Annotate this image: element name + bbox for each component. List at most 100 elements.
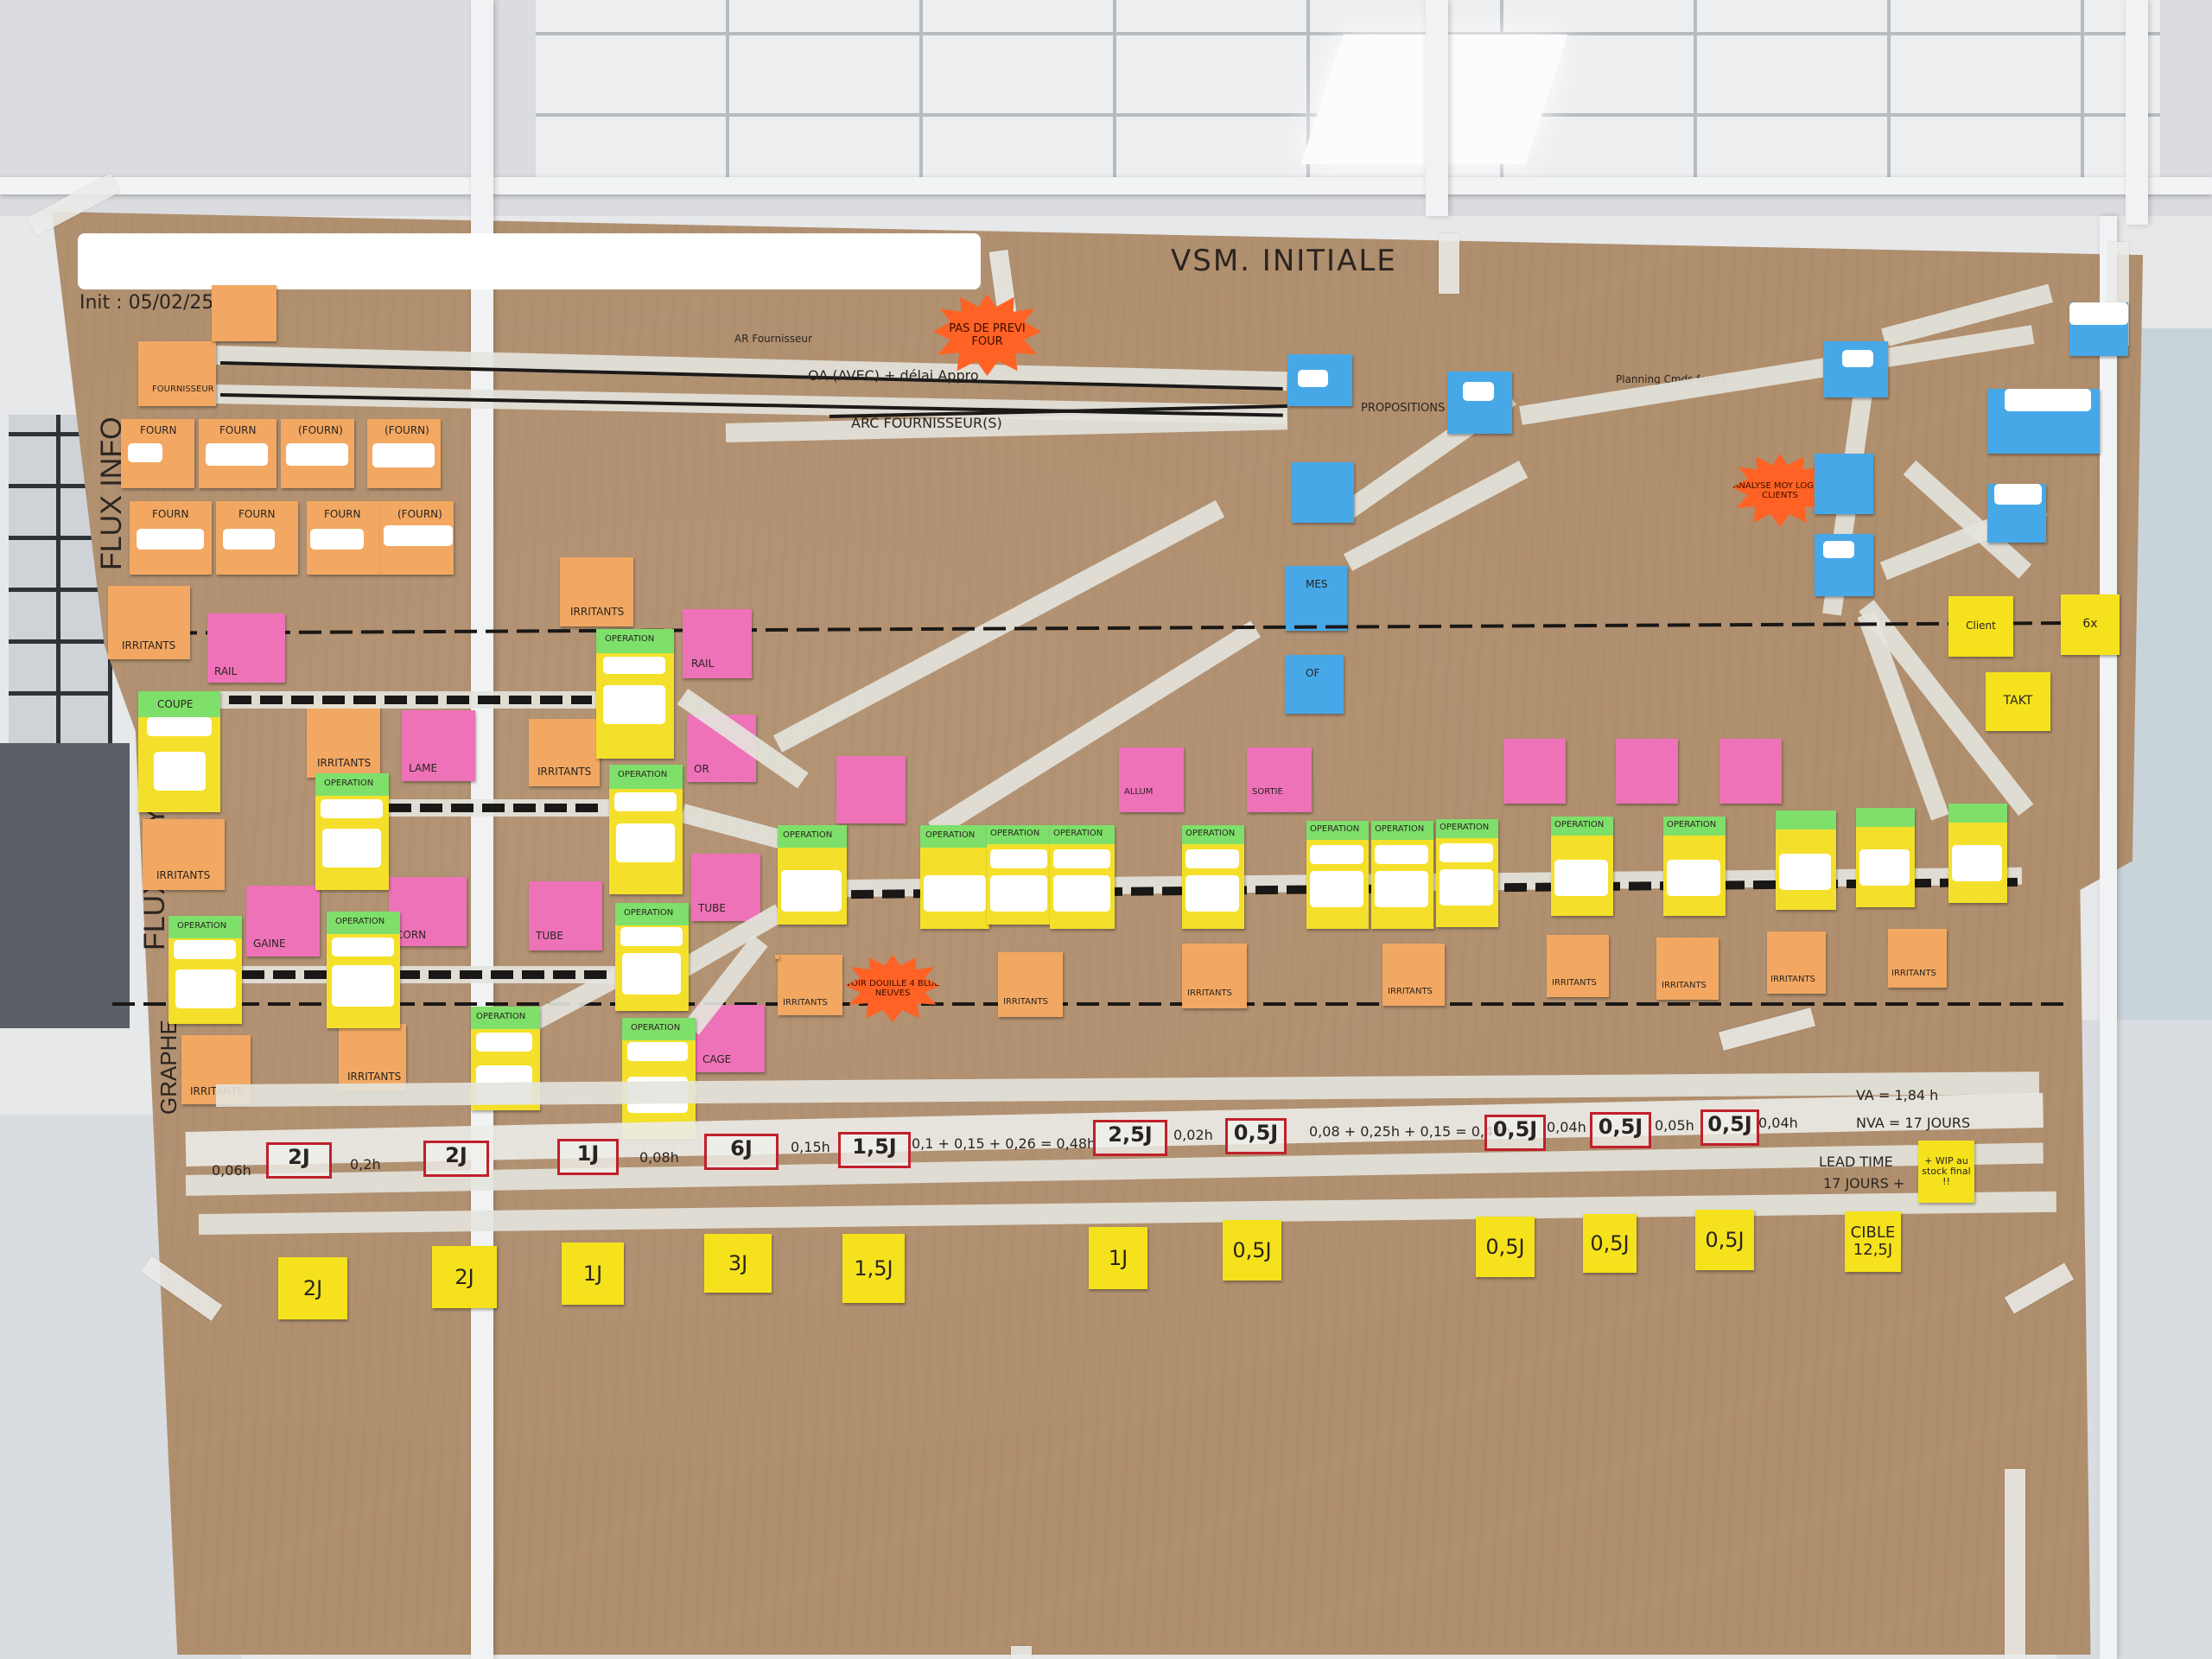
tape: [2005, 1469, 2025, 1659]
process-box: OPERATION: [168, 916, 242, 1024]
process-box: COUPE: [138, 691, 220, 812]
process-box: OPERATION: [615, 903, 689, 1011]
supplier-note: FOURN: [216, 501, 298, 575]
timeline-va: 0,06h: [212, 1162, 251, 1179]
target-note: 1,5J: [842, 1234, 905, 1303]
system-note: [1815, 454, 1873, 514]
process-box: OPERATION: [596, 629, 674, 759]
supplier-note: FOURN: [121, 419, 194, 488]
irritant-note: [775, 955, 779, 959]
summary-nva: NVA = 17 JOURS: [1856, 1115, 1971, 1131]
board-date: Init : 05/02/25: [79, 292, 214, 314]
stock-note: RAIL: [207, 613, 285, 683]
info-arrow-label: AR Fournisseur: [734, 333, 812, 345]
irritant-note: IRRITANTS: [1182, 944, 1247, 1008]
stock-note: [1719, 739, 1782, 804]
target-note: 3J: [704, 1234, 772, 1293]
irritant-note: IRRITANTS: [108, 586, 190, 659]
process-box: [1948, 804, 2007, 903]
process-box: OPERATION: [1551, 817, 1613, 916]
process-box: OPERATION: [778, 825, 847, 925]
process-box: [1856, 808, 1915, 907]
timeline-nva: 0,5J: [1484, 1115, 1546, 1151]
process-box: OPERATION: [1050, 825, 1115, 929]
timeline-va: 0,05h: [1655, 1117, 1694, 1134]
timeline-va: 0,2h: [350, 1156, 381, 1173]
timeline-nva: 0,5J: [1700, 1109, 1759, 1146]
client-note: [1987, 389, 2100, 454]
tape: [1011, 1646, 1032, 1659]
target-note: 2J: [432, 1246, 497, 1308]
info-arrow-label: PROPOSITIONS OA: [1361, 402, 1465, 415]
process-box: OPERATION: [920, 825, 989, 929]
supplier-note: FOURN: [130, 501, 212, 575]
timeline-nva: 0,5J: [1590, 1112, 1651, 1148]
timeline-va: 0,04h: [1547, 1119, 1586, 1135]
irritant-note: IRRITANTS: [560, 557, 633, 626]
stock-note: [1503, 739, 1566, 804]
label-graphe: GRAPHE: [156, 1020, 181, 1115]
irritant-note: IRRITANTS: [778, 955, 842, 1015]
window-mullion: [2126, 0, 2148, 225]
system-note: [1447, 372, 1512, 434]
process-box: OPERATION: [1306, 821, 1369, 929]
stock-note: [1616, 739, 1678, 804]
stock-note: ALLUM: [1119, 747, 1184, 812]
process-box: OPERATION: [1182, 825, 1244, 929]
supplier-info-note: [212, 285, 276, 341]
irritant-note: IRRITANTS: [1382, 944, 1445, 1006]
irritant-note: IRRITANTS: [143, 819, 225, 890]
client-note: Client: [1948, 596, 2013, 657]
process-box: OPERATION: [327, 912, 400, 1028]
stock-note: [836, 756, 906, 823]
client-note: [2069, 302, 2128, 356]
target-note: 2J: [278, 1257, 347, 1319]
target-note: 0,5J: [1583, 1214, 1637, 1273]
process-box: OPERATION: [1436, 819, 1498, 927]
supplier-note: FOURN: [307, 501, 380, 575]
system-mes: MES: [1285, 566, 1347, 631]
supplier-note: (FOURN): [367, 419, 441, 488]
office-furniture: [0, 743, 130, 1028]
supplier-note: (FOURN): [380, 501, 454, 575]
client-note: [1987, 484, 2046, 543]
stock-note: TUBE: [691, 854, 760, 921]
timeline-va: 0,15h: [791, 1139, 830, 1155]
timeline-nva: 2J: [266, 1142, 332, 1179]
process-box: OPERATION: [609, 765, 683, 894]
timeline-nva: 1J: [557, 1139, 619, 1175]
wip-note: + WIP au stock final !!: [1918, 1141, 1974, 1203]
target-note: 1J: [562, 1243, 624, 1305]
stock-note: RAIL: [683, 609, 752, 678]
timeline-va: 0,08 + 0,25h + 0,15 = 0,48h: [1309, 1123, 1511, 1140]
supplier-factory: FOURNISSEUR: [138, 341, 216, 406]
push-arrow-dashes: [242, 970, 622, 979]
summary-lead-time: 17 JOURS +: [1823, 1175, 1905, 1192]
process-box: OPERATION: [1663, 817, 1726, 916]
timeline-nva: 6J: [704, 1134, 779, 1170]
irritant-note: IRRITANTS: [1767, 931, 1826, 994]
target-note: 1J: [1089, 1227, 1147, 1289]
info-arrow-label: ARC FOURNISSEUR(S): [851, 415, 1002, 431]
target-note: 0,5J: [1223, 1220, 1281, 1281]
timeline-nva: 0,5J: [1225, 1118, 1287, 1154]
process-box: OPERATION: [987, 825, 1052, 925]
tape: [1439, 233, 1459, 294]
process-box: [1776, 810, 1836, 910]
system-of: OF: [1285, 655, 1344, 714]
irritant-note: IRRITANTS: [998, 952, 1063, 1017]
window-frame-top: [0, 177, 2212, 194]
system-note: [1815, 534, 1873, 596]
system-note: [1823, 341, 1888, 397]
timeline-va: 0,04h: [1758, 1115, 1798, 1131]
system-note: [1292, 462, 1354, 523]
target-note: 0,5J: [1476, 1217, 1535, 1277]
push-arrow-dashes: [389, 804, 605, 812]
stock-note: TUBE: [529, 881, 602, 950]
timeline-nva: 2,5J: [1093, 1120, 1167, 1156]
divider-line: [112, 1002, 2065, 1006]
stock-note: CORN: [389, 877, 467, 946]
stock-note: GAINE: [246, 886, 320, 957]
window-frame-right: [2100, 216, 2117, 1659]
stock-note: SORTIE: [1247, 747, 1312, 812]
